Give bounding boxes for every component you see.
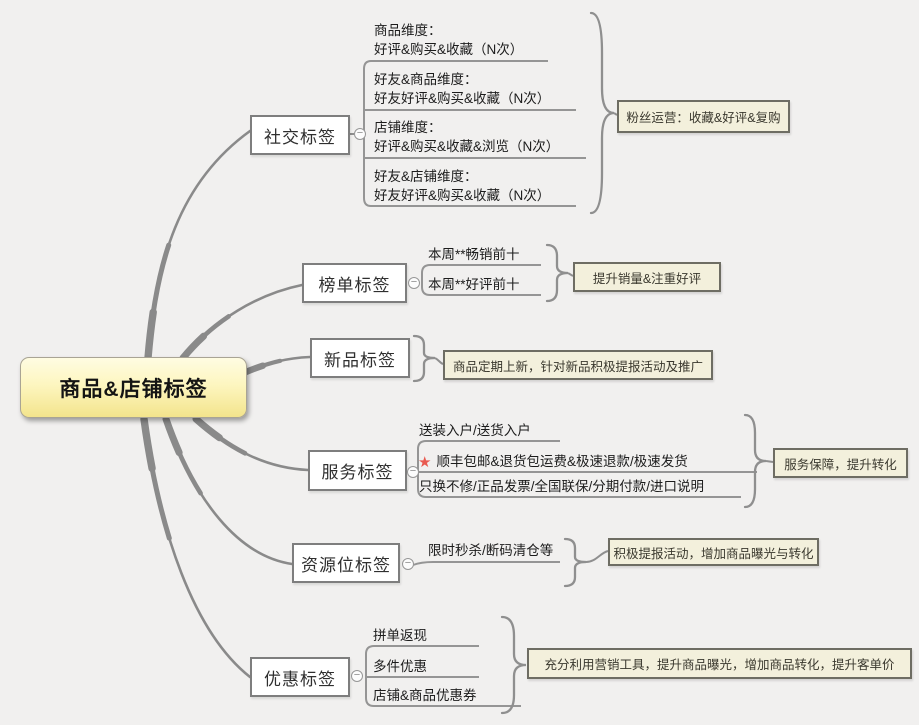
subtopic-weekly-bestseller[interactable]: 本周**畅销前十 [428,245,520,264]
branch-topic-newproduct[interactable]: 新品标签 [310,338,410,378]
branch-label: 优惠标签 [264,669,336,689]
callout-boost-sales[interactable]: 提升销量&注重好评 [573,262,721,292]
callout-new-product-promo[interactable]: 商品定期上新，针对新品积极提报活动及推广 [443,350,713,380]
callout-stubs [350,112,774,563]
subtopic-line: 本周**好评前十 [428,277,520,292]
minus-icon: − [356,127,364,139]
subtopic-guarantee-list[interactable]: 只换不修/正品发票/全国联保/分期付款/进口说明 [419,477,704,496]
subtopic-line: 好友好评&购买&收藏（N次） [374,91,551,106]
callout-marketing-tools[interactable]: 充分利用营销工具，提升商品曝光，增加商品转化，提升客单价 [527,648,912,679]
subtopic-line: 好友&店铺维度： [374,169,478,184]
callout-text: 商品定期上新，针对新品积极提报活动及推广 [452,359,703,374]
subtopic-line: 好友&商品维度： [374,72,478,87]
branch-label: 资源位标签 [301,555,391,575]
minus-icon: − [409,465,417,477]
subtopic-line: 商品维度： [374,23,442,38]
callout-fan-operation[interactable]: 粉丝运营：收藏&好评&复购 [617,100,790,133]
root-topic[interactable]: 商品&店铺标签 [20,357,247,418]
branch-topic-social[interactable]: 社交标签 [250,115,350,155]
subtopic-product-dim[interactable]: 商品维度： 好评&购买&收藏（N次） [374,21,523,59]
branch-topic-discount[interactable]: 优惠标签 [250,657,350,697]
branch-topic-service[interactable]: 服务标签 [308,450,407,491]
branch-label: 榜单标签 [318,275,391,295]
subtopic-flash-sale[interactable]: 限时秒杀/断码清仓等 [428,541,553,560]
subtopic-weekly-toprated[interactable]: 本周**好评前十 [428,275,520,294]
subtopic-line: 好友好评&购买&收藏（N次） [374,188,551,203]
branch-label: 新品标签 [324,350,396,370]
subtopic-delivery-install[interactable]: 送装入户/送货入户 [419,421,531,440]
branch-topic-resource[interactable]: 资源位标签 [292,543,400,583]
callout-exposure-conversion[interactable]: 积极提报活动，增加商品曝光与转化 [608,538,819,566]
collapse-toggle-resource[interactable]: − [402,558,414,570]
callout-text: 积极提报活动，增加商品曝光与转化 [613,546,814,561]
branch-topic-ranking[interactable]: 榜单标签 [302,263,407,303]
subtopic-lines [363,60,757,707]
subtopic-line: 好评&购买&收藏（N次） [374,42,524,57]
callout-text: 充分利用营销工具，提升商品曝光，增加商品转化，提升客单价 [544,658,895,672]
subtopic-shop-dim[interactable]: 店铺维度： 好评&购买&收藏&浏览（N次） [374,118,559,156]
collapse-toggle-discount[interactable]: − [351,670,363,682]
subtopic-line: 店铺维度： [374,120,442,135]
subtopic-line: 拼单返现 [373,628,427,643]
minus-icon: − [410,276,418,288]
root-topic-label: 商品&店铺标签 [59,377,208,401]
subtopic-multi-discount[interactable]: 多件优惠 [373,657,427,676]
collapse-toggle-service[interactable]: − [407,466,419,478]
subtopic-friend-product-dim[interactable]: 好友&商品维度： 好友好评&购买&收藏（N次） [374,70,550,108]
subtopic-coupons[interactable]: 店铺&商品优惠券 [373,686,477,705]
collapse-toggle-social[interactable]: − [354,128,366,140]
subtopic-line: 顺丰包邮&退货包运费&极速退款/极速发货 [436,454,688,469]
minus-icon: − [404,557,412,569]
collapse-toggle-ranking[interactable]: − [408,277,420,289]
star-icon: ★ [418,454,432,471]
minus-icon: − [353,669,361,681]
subtopic-line: 店铺&商品优惠券 [373,688,477,703]
callout-service-guarantee[interactable]: 服务保障，提升转化 [773,448,908,478]
callout-text: 服务保障，提升转化 [784,457,897,472]
subtopic-line: 本周**畅销前十 [428,247,520,262]
subtopic-line: 送装入户/送货入户 [419,423,531,438]
subtopic-group-cashback[interactable]: 拼单返现 [373,626,427,645]
subtopic-line: 只换不修/正品发票/全国联保/分期付款/进口说明 [419,479,705,494]
callout-text: 提升销量&注重好评 [592,271,702,286]
callout-text: 粉丝运营：收藏&好评&复购 [626,111,781,125]
branch-label: 服务标签 [321,463,394,482]
subtopic-sf-shipping[interactable]: ★ 顺丰包邮&退货包运费&极速退款/极速发货 [418,452,688,472]
subtopic-line: 好评&购买&收藏&浏览（N次） [374,139,560,154]
branch-label: 社交标签 [264,127,336,147]
subtopic-friend-shop-dim[interactable]: 好友&店铺维度： 好友好评&购买&收藏（N次） [374,167,550,205]
subtopic-line: 多件优惠 [373,659,427,674]
subtopic-line: 限时秒杀/断码清仓等 [428,543,554,558]
